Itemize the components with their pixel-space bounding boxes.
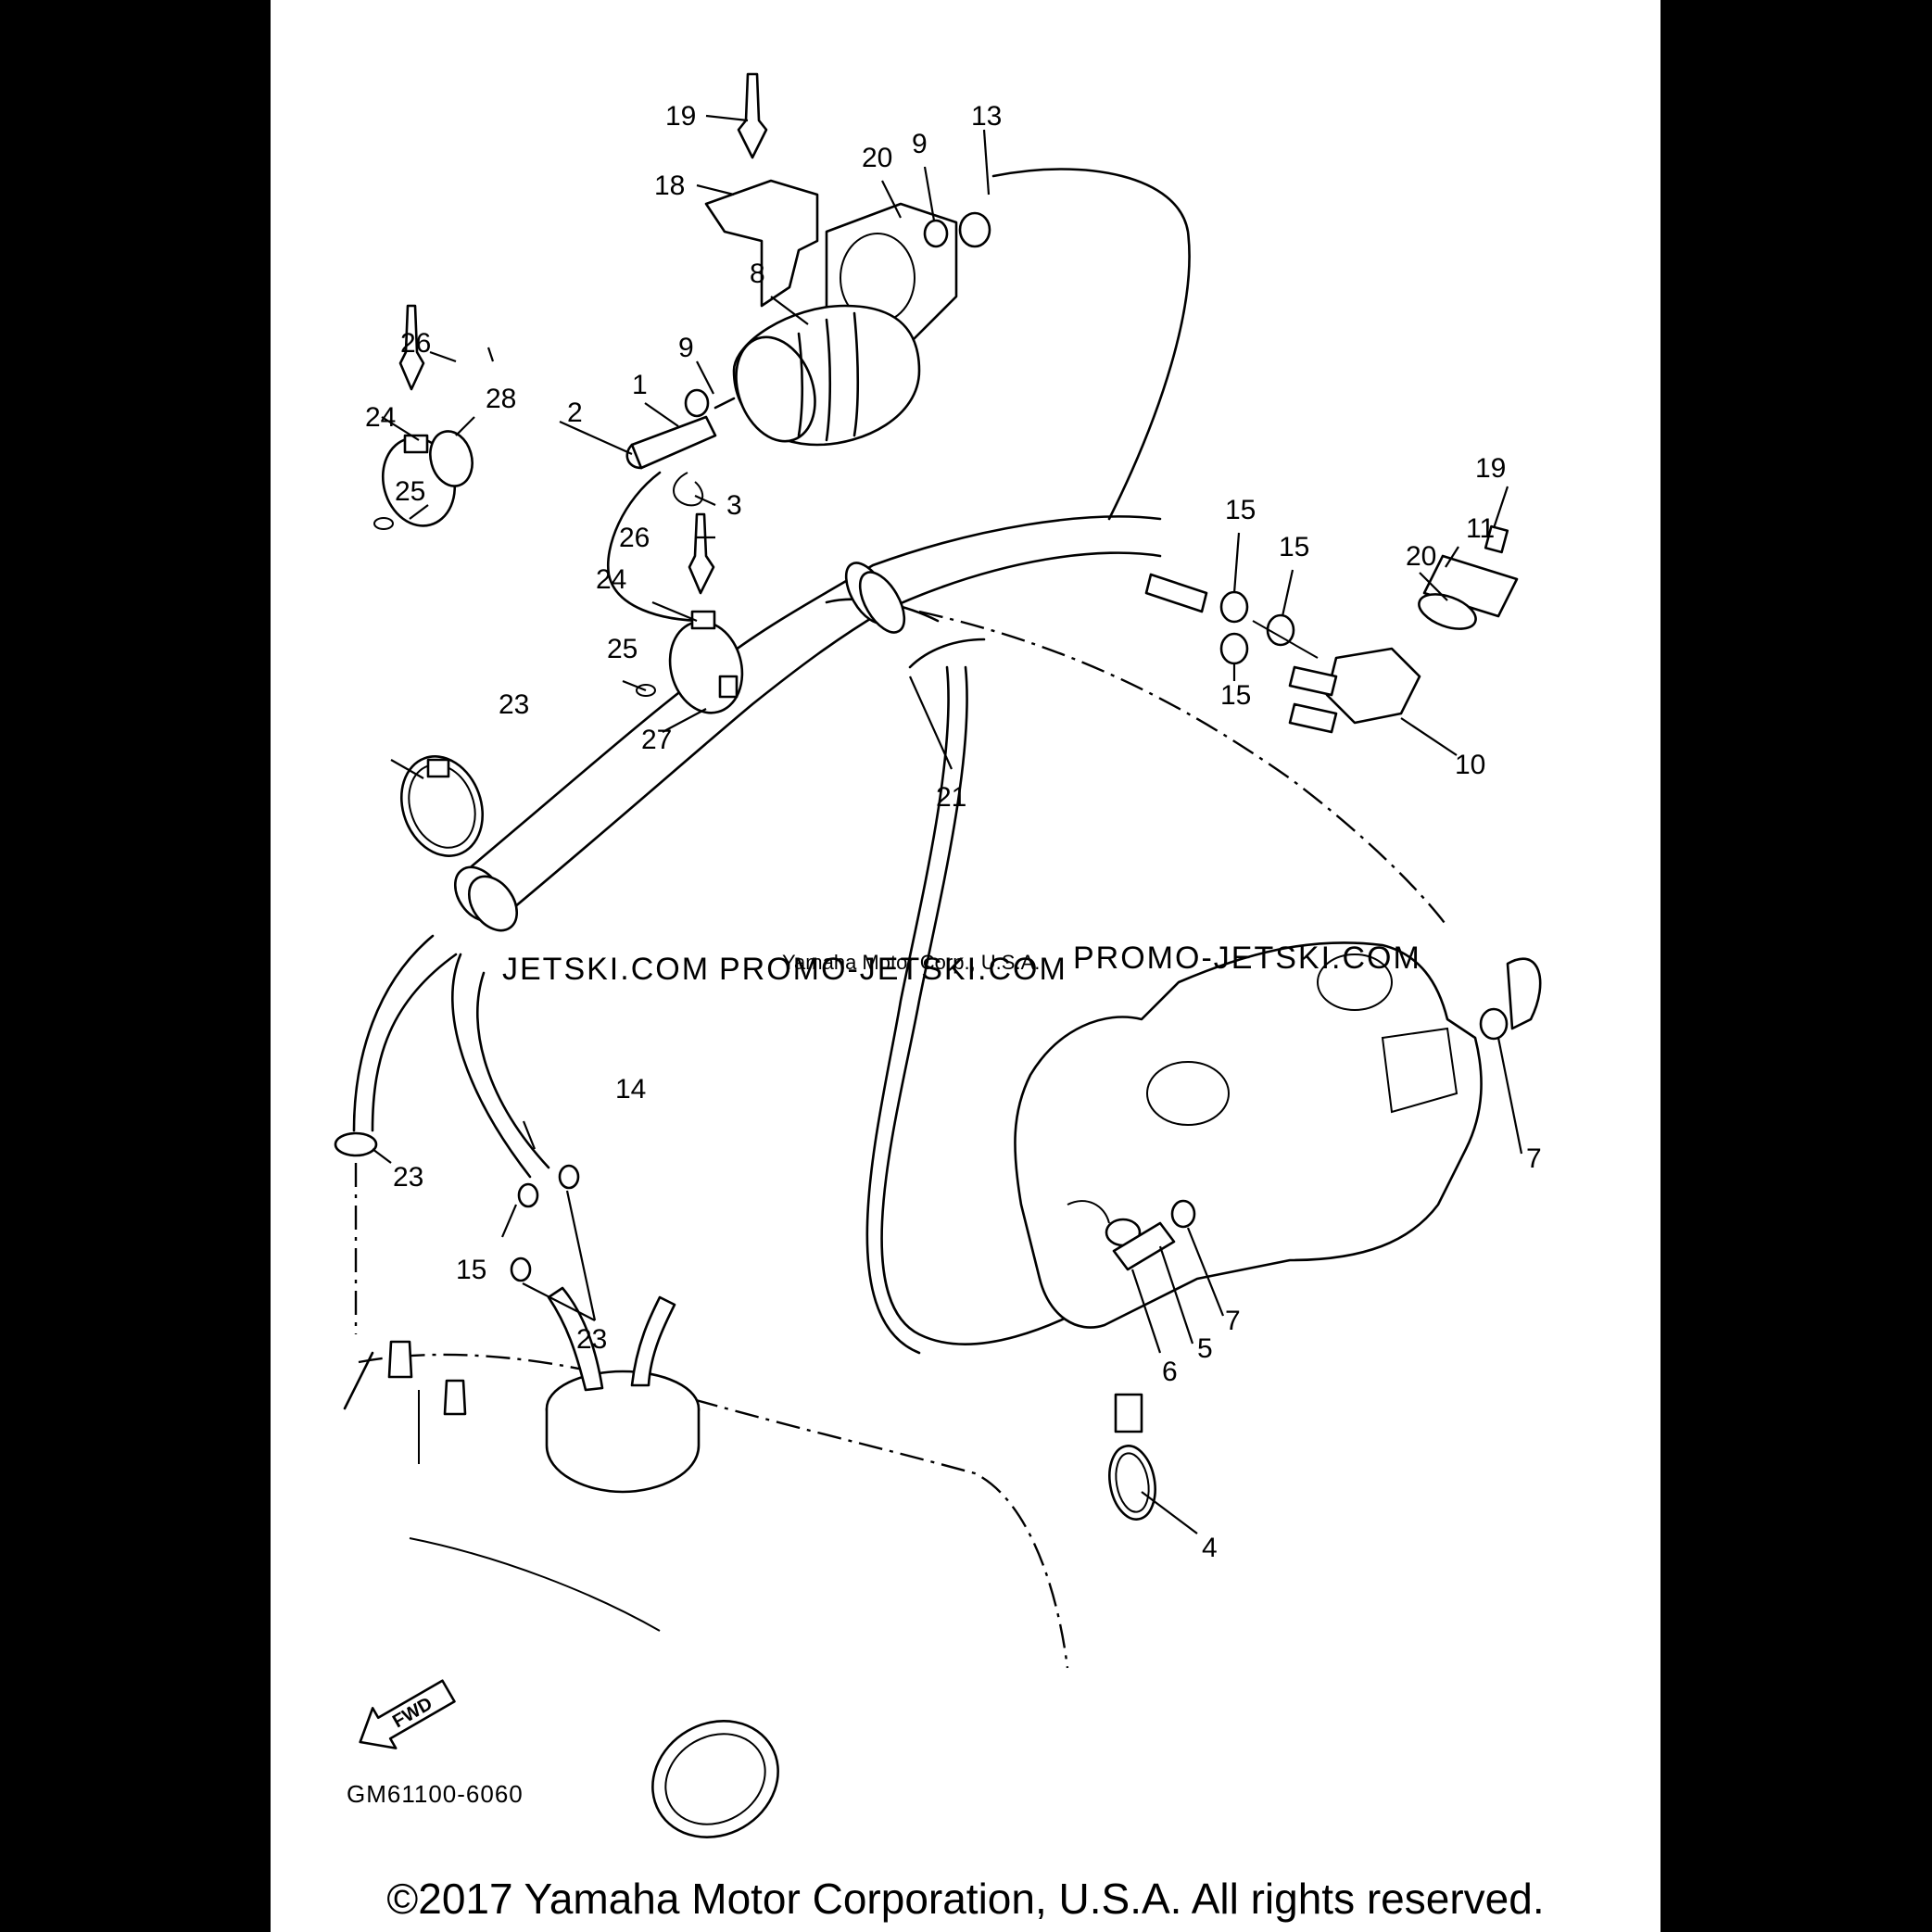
callout-25b: 25 (607, 634, 638, 664)
watermark: JETSKI.COM PROMO-JETSKI.COM PROMO-JETSKI… (502, 941, 1421, 987)
callout-24a: 24 (365, 402, 396, 433)
clamp-9-upper (923, 211, 991, 248)
callout-21: 21 (936, 782, 966, 813)
hose-1-2 (625, 415, 717, 470)
callout-28: 28 (486, 384, 516, 414)
watermark-right: PROMO-JETSKI.COM (1073, 941, 1421, 976)
callout-18: 20 (862, 143, 892, 173)
screw-19 (1484, 524, 1509, 554)
callout-9b: 9 (678, 333, 694, 363)
callout-13: 14 (615, 1074, 646, 1105)
callout-26b: 26 (619, 523, 650, 553)
callout-8: 8 (750, 259, 765, 289)
callout-16: 18 (654, 170, 685, 201)
callout-15c: 15 (1220, 680, 1251, 711)
clamp-9-lower (684, 388, 710, 418)
callout-10: 10 (1455, 750, 1485, 780)
callout-12: 13 (971, 101, 1002, 132)
copyright-notice: ©2017 Yamaha Motor Corporation, U.S.A. A… (386, 1875, 1545, 1923)
diagram-sheet: 19 18 20 9 13 8 9 1 2 3 26 28 24 25 26 2… (271, 0, 1661, 1932)
fuel-filter-8 (713, 304, 921, 447)
plate-11 (1422, 554, 1519, 618)
callout-7a: 7 (1526, 1143, 1542, 1174)
clamp-assembly-upper (373, 304, 474, 530)
part-code: GM61100-6060 (347, 1780, 524, 1808)
watermark-center: PROMO-JETSKI.COM (719, 952, 1067, 987)
callout-25a: 25 (395, 476, 425, 507)
callout-7b: 7 (1225, 1306, 1241, 1336)
leader-lines (372, 114, 1523, 1534)
callout-3: 3 (726, 490, 742, 521)
callout-17: 19 (665, 101, 696, 132)
bracket-16 (704, 179, 819, 308)
pin-17 (737, 72, 768, 159)
fuel-cock-10 (1288, 647, 1421, 734)
clamp-assembly-lower (636, 512, 744, 714)
callout-23a: 23 (393, 1162, 423, 1193)
callout-9a: 9 (912, 129, 928, 159)
callout-14: 15 (456, 1255, 486, 1285)
clamp-22 (399, 755, 485, 857)
seal-20 (1418, 593, 1477, 630)
watermark-overlay: Yamaha Motor Corp., U.S.A. (782, 951, 1040, 974)
clip-3 (673, 472, 704, 507)
fuel-pump (545, 1286, 701, 1494)
callout-23b: 23 (576, 1324, 607, 1355)
fuel-system-exploded-diagram: 19 18 20 9 13 8 9 1 2 3 26 28 24 25 26 2… (334, 72, 1542, 1838)
callout-15a: 15 (1225, 495, 1256, 525)
hose-5-6 (1112, 1221, 1176, 1271)
clamp-4 (1108, 1393, 1156, 1521)
hoses (352, 168, 1448, 1355)
clamp-23-group (334, 1131, 580, 1334)
filler-hose-rings (453, 562, 986, 932)
watermark-left: JETSKI.COM (502, 952, 710, 987)
fuel-tank (343, 1351, 1069, 1669)
carburetor-assembly (1014, 941, 1483, 1329)
tank-nipples (387, 1340, 467, 1416)
callout-15b: 15 (1279, 532, 1309, 562)
filler-neck (651, 1720, 779, 1838)
callout-26a: 26 (400, 328, 431, 359)
clamp-7-lower (1170, 1199, 1196, 1229)
callout-5: 5 (1197, 1333, 1213, 1364)
callout-11: 11 (1466, 513, 1495, 544)
callout-19: 19 (1475, 453, 1506, 484)
hose-fittings-15 (1144, 573, 1319, 665)
callout-1: 1 (632, 370, 648, 400)
callout-4: 4 (1202, 1533, 1218, 1563)
fwd-arrow: FWD (359, 1679, 456, 1749)
callout-2: 2 (567, 398, 583, 428)
callout-22: 23 (499, 689, 529, 720)
callout-20: 20 (1406, 541, 1436, 572)
callout-24b: 24 (596, 564, 626, 595)
clamp-7-upper (1479, 957, 1542, 1041)
callout-6: 6 (1162, 1357, 1178, 1387)
callout-27: 27 (641, 725, 672, 755)
callout-labels: 19 18 20 9 13 8 9 1 2 3 26 28 24 25 26 2… (365, 101, 1542, 1563)
